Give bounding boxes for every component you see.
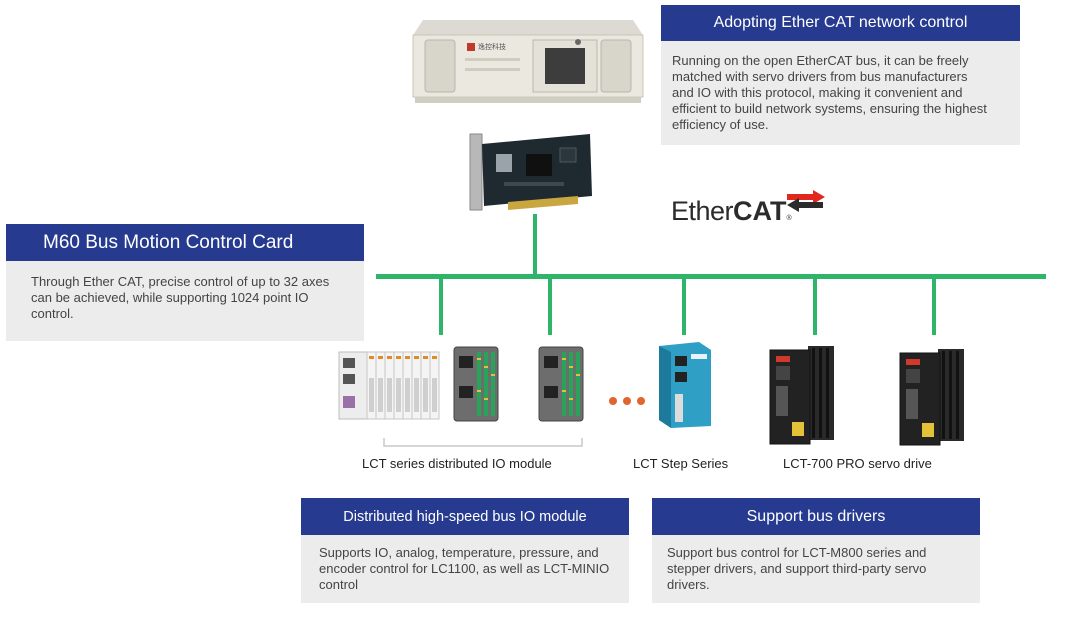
io-module-header: Distributed high-speed bus IO module <box>301 498 629 535</box>
pc-brand-text: 逸控科技 <box>478 44 506 51</box>
io-module-title: Distributed high-speed bus IO module <box>343 508 587 525</box>
ethercat-logo: EtherCAT® <box>671 190 825 230</box>
io-module-panel: Supports IO, analog, temperature, pressu… <box>301 535 629 603</box>
motion-control-card <box>468 130 608 220</box>
ethercat-title: Adopting Ether CAT network control <box>713 14 968 31</box>
more-devices-dots <box>608 393 648 405</box>
bus-drivers-panel: Support bus control for LCT-M800 series … <box>652 535 980 603</box>
logo-registered-mark: ® <box>786 215 792 222</box>
bus-drivers-title: Support bus drivers <box>746 507 886 525</box>
step-series-label: LCT Step Series <box>633 456 729 471</box>
logo-cat-text: CAT <box>733 196 787 226</box>
bus-drop-io-1 <box>439 279 443 335</box>
card-panel: Through Ether CAT, precise control of up… <box>6 261 364 341</box>
bus-drop-io-2 <box>548 279 552 335</box>
servo-drive-1 <box>768 342 838 447</box>
ethercat-bus-line <box>376 274 1046 279</box>
mini-io-module-1 <box>453 346 499 422</box>
bus-drop-servo-1 <box>813 279 817 335</box>
bus-drivers-header: Support bus drivers <box>652 498 980 535</box>
card-title: M60 Bus Motion Control Card <box>43 231 294 253</box>
io-module-label: LCT series distributed IO module <box>362 456 552 471</box>
io-group-bracket <box>383 437 583 449</box>
ethercat-panel: Running on the open EtherCAT bus, it can… <box>661 41 1020 145</box>
io-module-description: Supports IO, analog, temperature, pressu… <box>319 545 610 592</box>
bus-drivers-description: Support bus control for LCT-M800 series … <box>667 545 927 592</box>
mini-io-module-2 <box>538 346 584 422</box>
servo-drive-label: LCT-700 PRO servo drive <box>783 456 932 471</box>
card-header: M60 Bus Motion Control Card <box>6 224 364 261</box>
logo-arrows-icon <box>787 190 825 212</box>
logo-ether-text: Ether <box>671 196 734 226</box>
ethercat-description: Running on the open EtherCAT bus, it can… <box>672 53 987 132</box>
bus-link-card <box>533 214 537 274</box>
bus-drop-step <box>682 279 686 335</box>
step-drive <box>655 340 715 430</box>
io-coupler-rack <box>335 348 445 423</box>
bus-drop-servo-2 <box>932 279 936 335</box>
industrial-pc: 逸控科技 <box>405 10 650 115</box>
servo-drive-2 <box>898 345 968 447</box>
ethercat-header: Adopting Ether CAT network control <box>661 5 1020 41</box>
card-description: Through Ether CAT, precise control of up… <box>31 274 330 321</box>
